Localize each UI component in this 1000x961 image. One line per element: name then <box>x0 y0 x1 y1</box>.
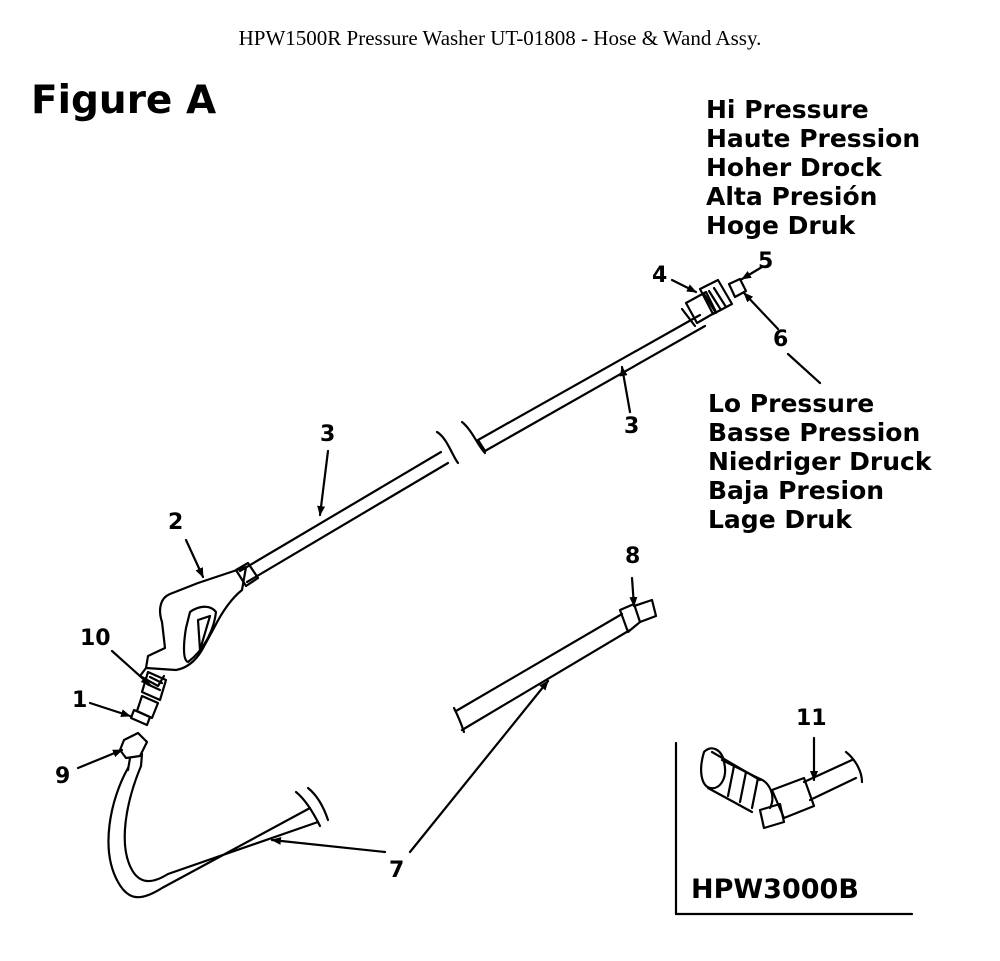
hi-pressure-fr: Haute Pression <box>706 124 921 153</box>
callout-1: 1 <box>72 688 88 713</box>
callout-9: 9 <box>55 764 71 789</box>
hi-pressure-de: Hoher Drock <box>706 153 882 182</box>
nozzle-assembly <box>680 277 748 328</box>
callout-11: 11 <box>796 706 827 731</box>
inset-hpw3000b <box>674 741 914 916</box>
hose-fitting <box>118 731 149 772</box>
lo-pressure-nl: Lage Druk <box>708 505 852 534</box>
lo-pressure-labels: Lo Pressure Basse Pression Niedriger Dru… <box>708 389 931 534</box>
hi-pressure-en: Hi Pressure <box>706 95 869 124</box>
figure-label: Figure A <box>31 78 217 123</box>
lo-pressure-es: Baja Presion <box>708 476 885 505</box>
leader-lines <box>76 265 822 854</box>
callout-7: 7 <box>389 858 405 883</box>
hose <box>107 764 330 899</box>
callout-10: 10 <box>80 626 111 651</box>
lo-pressure-en: Lo Pressure <box>708 389 875 418</box>
callout-4: 4 <box>652 263 668 288</box>
hi-pressure-labels: Hi Pressure Haute Pression Hoher Drock A… <box>706 95 920 240</box>
hose-far-end <box>452 598 658 734</box>
wand-upper <box>435 313 707 465</box>
callout-6: 6 <box>773 327 789 352</box>
callout-2: 2 <box>168 510 184 535</box>
wand-lower <box>238 450 450 584</box>
spray-gun <box>138 561 260 688</box>
page-title: HPW1500R Pressure Washer UT-01808 - Hose… <box>238 26 762 50</box>
hi-pressure-nl: Hoge Druk <box>706 211 856 240</box>
callout-5: 5 <box>758 249 774 274</box>
hi-pressure-es: Alta Presión <box>706 182 878 211</box>
callout-3-right: 3 <box>624 414 640 439</box>
inset-model-label: HPW3000B <box>691 874 859 905</box>
callout-8: 8 <box>625 544 641 569</box>
lo-pressure-fr: Basse Pression <box>708 418 921 447</box>
lo-pressure-de: Niedriger Druck <box>708 447 932 476</box>
callout-3-left: 3 <box>320 422 336 447</box>
